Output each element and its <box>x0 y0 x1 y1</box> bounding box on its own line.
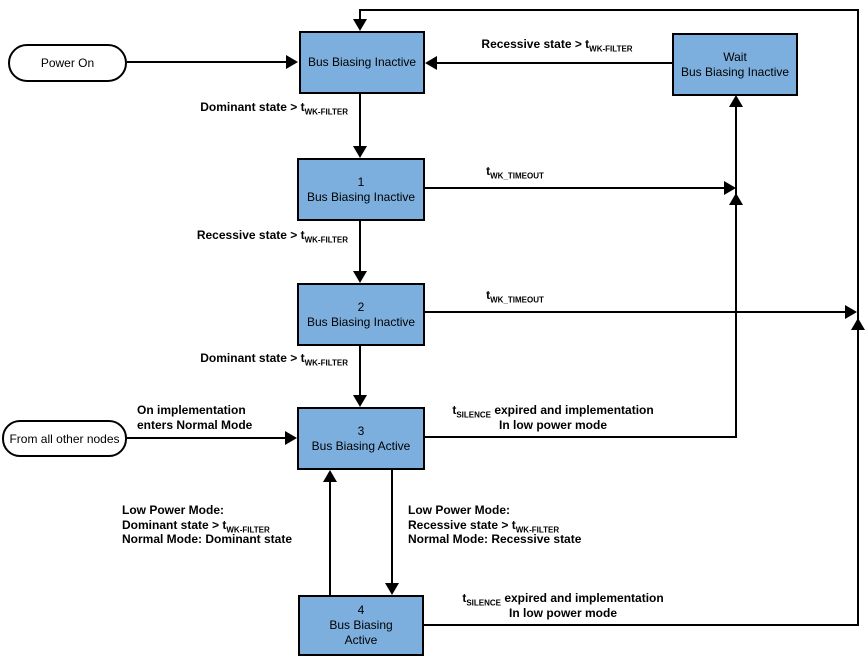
arrowhead-other-nodes-to-state3 <box>285 431 297 445</box>
label-wk-timeout-2: tWK_TIMEOUT <box>486 288 544 305</box>
terminal-power-on-label: Power On <box>40 56 95 70</box>
edge-right-return-vertical <box>857 9 859 626</box>
state-name-line1: Bus Biasing <box>329 618 393 632</box>
edge-state2-timeout <box>425 311 846 313</box>
edge-rise-to-wait <box>735 106 737 438</box>
edge-state4-to-state3 <box>329 482 331 596</box>
label-dominant-state-2: Dominant state > tWK-FILTER <box>200 351 348 368</box>
state-number: 2 <box>357 299 365 314</box>
arrowhead-into-top-state <box>353 19 367 31</box>
state-3-bus-biasing-active: 3 Bus Biasing Active <box>297 407 425 470</box>
edge-state1-to-state2 <box>359 221 361 272</box>
terminal-from-all-other-nodes: From all other nodes <box>2 420 127 457</box>
arrowhead-state3-to-state4 <box>385 583 399 595</box>
state-1-bus-biasing-inactive: 1 Bus Biasing Inactive <box>297 158 425 221</box>
state-name-line1: Wait <box>723 49 747 64</box>
edge-state1-timeout <box>425 187 725 189</box>
arrowhead-into-wait <box>729 95 743 107</box>
label-silence-expired-3: tSILENCE expired and implementation In l… <box>452 403 654 432</box>
edge-state3-to-state4 <box>391 469 393 583</box>
state-number: 1 <box>357 174 365 189</box>
state-name: Bus Biasing Active <box>311 438 411 453</box>
arrowhead-power-on <box>286 55 298 69</box>
arrowhead-top-to-state1 <box>353 146 367 158</box>
label-recessive-state-wait: Recessive state > tWK-FILTER <box>481 37 633 54</box>
state-2-bus-biasing-inactive: 2 Bus Biasing Inactive <box>297 283 425 346</box>
arrowhead-rise-mid <box>729 193 743 205</box>
label-on-implementation: On implementation enters Normal Mode <box>137 403 253 432</box>
label-low-power-mode-left: Low Power Mode: Dominant state > tWK-FIL… <box>122 503 293 546</box>
label-low-power-mode-right: Low Power Mode: Recessive state > tWK-FI… <box>408 503 582 546</box>
edge-state4-silence <box>423 624 859 626</box>
state-name-line2: Bus Biasing Inactive <box>680 64 790 79</box>
state-name-line2: Active <box>344 633 378 647</box>
state-name: Bus Biasing Inactive <box>306 189 416 204</box>
state-4-bus-biasing-active: 4 Bus Biasing Active <box>298 595 424 656</box>
label-silence-expired-4: tSILENCE expired and implementation In l… <box>462 591 664 620</box>
state-name: Bus Biasing Inactive <box>306 314 416 329</box>
arrowhead-state2-to-state3 <box>353 395 367 407</box>
label-wk-timeout-1: tWK_TIMEOUT <box>486 164 544 181</box>
arrowhead-state2-timeout <box>845 305 857 319</box>
edge-other-nodes-to-state3 <box>127 437 286 439</box>
label-recessive-state-1: Recessive state > tWK-FILTER <box>196 228 348 245</box>
state-wait-bus-biasing-inactive: Wait Bus Biasing Inactive <box>672 33 798 96</box>
edge-wait-to-top <box>437 62 672 64</box>
arrowhead-right-return-mid <box>851 318 865 330</box>
terminal-power-on: Power On <box>8 44 127 82</box>
arrowhead-state1-to-state2 <box>353 271 367 283</box>
state-bus-biasing-inactive-top: Bus Biasing Inactive <box>299 31 425 94</box>
edge-power-on <box>127 61 287 63</box>
state-name: Bus Biasing Inactive <box>307 55 417 69</box>
edge-top-loop-horizontal <box>359 9 859 11</box>
state-number: 4 <box>357 603 365 617</box>
edge-top-loop-entry <box>359 9 361 20</box>
label-dominant-state-top: Dominant state > tWK-FILTER <box>200 100 348 117</box>
arrowhead-state4-to-state3 <box>323 470 337 482</box>
arrowhead-wait-to-top <box>425 56 437 70</box>
state-number: 3 <box>357 423 365 438</box>
terminal-from-all-other-nodes-label: From all other nodes <box>9 431 120 446</box>
edge-top-to-state1 <box>359 93 361 147</box>
edge-state2-to-state3 <box>359 345 361 396</box>
arrowhead-state1-timeout <box>724 181 736 195</box>
edge-state3-silence <box>425 436 737 438</box>
